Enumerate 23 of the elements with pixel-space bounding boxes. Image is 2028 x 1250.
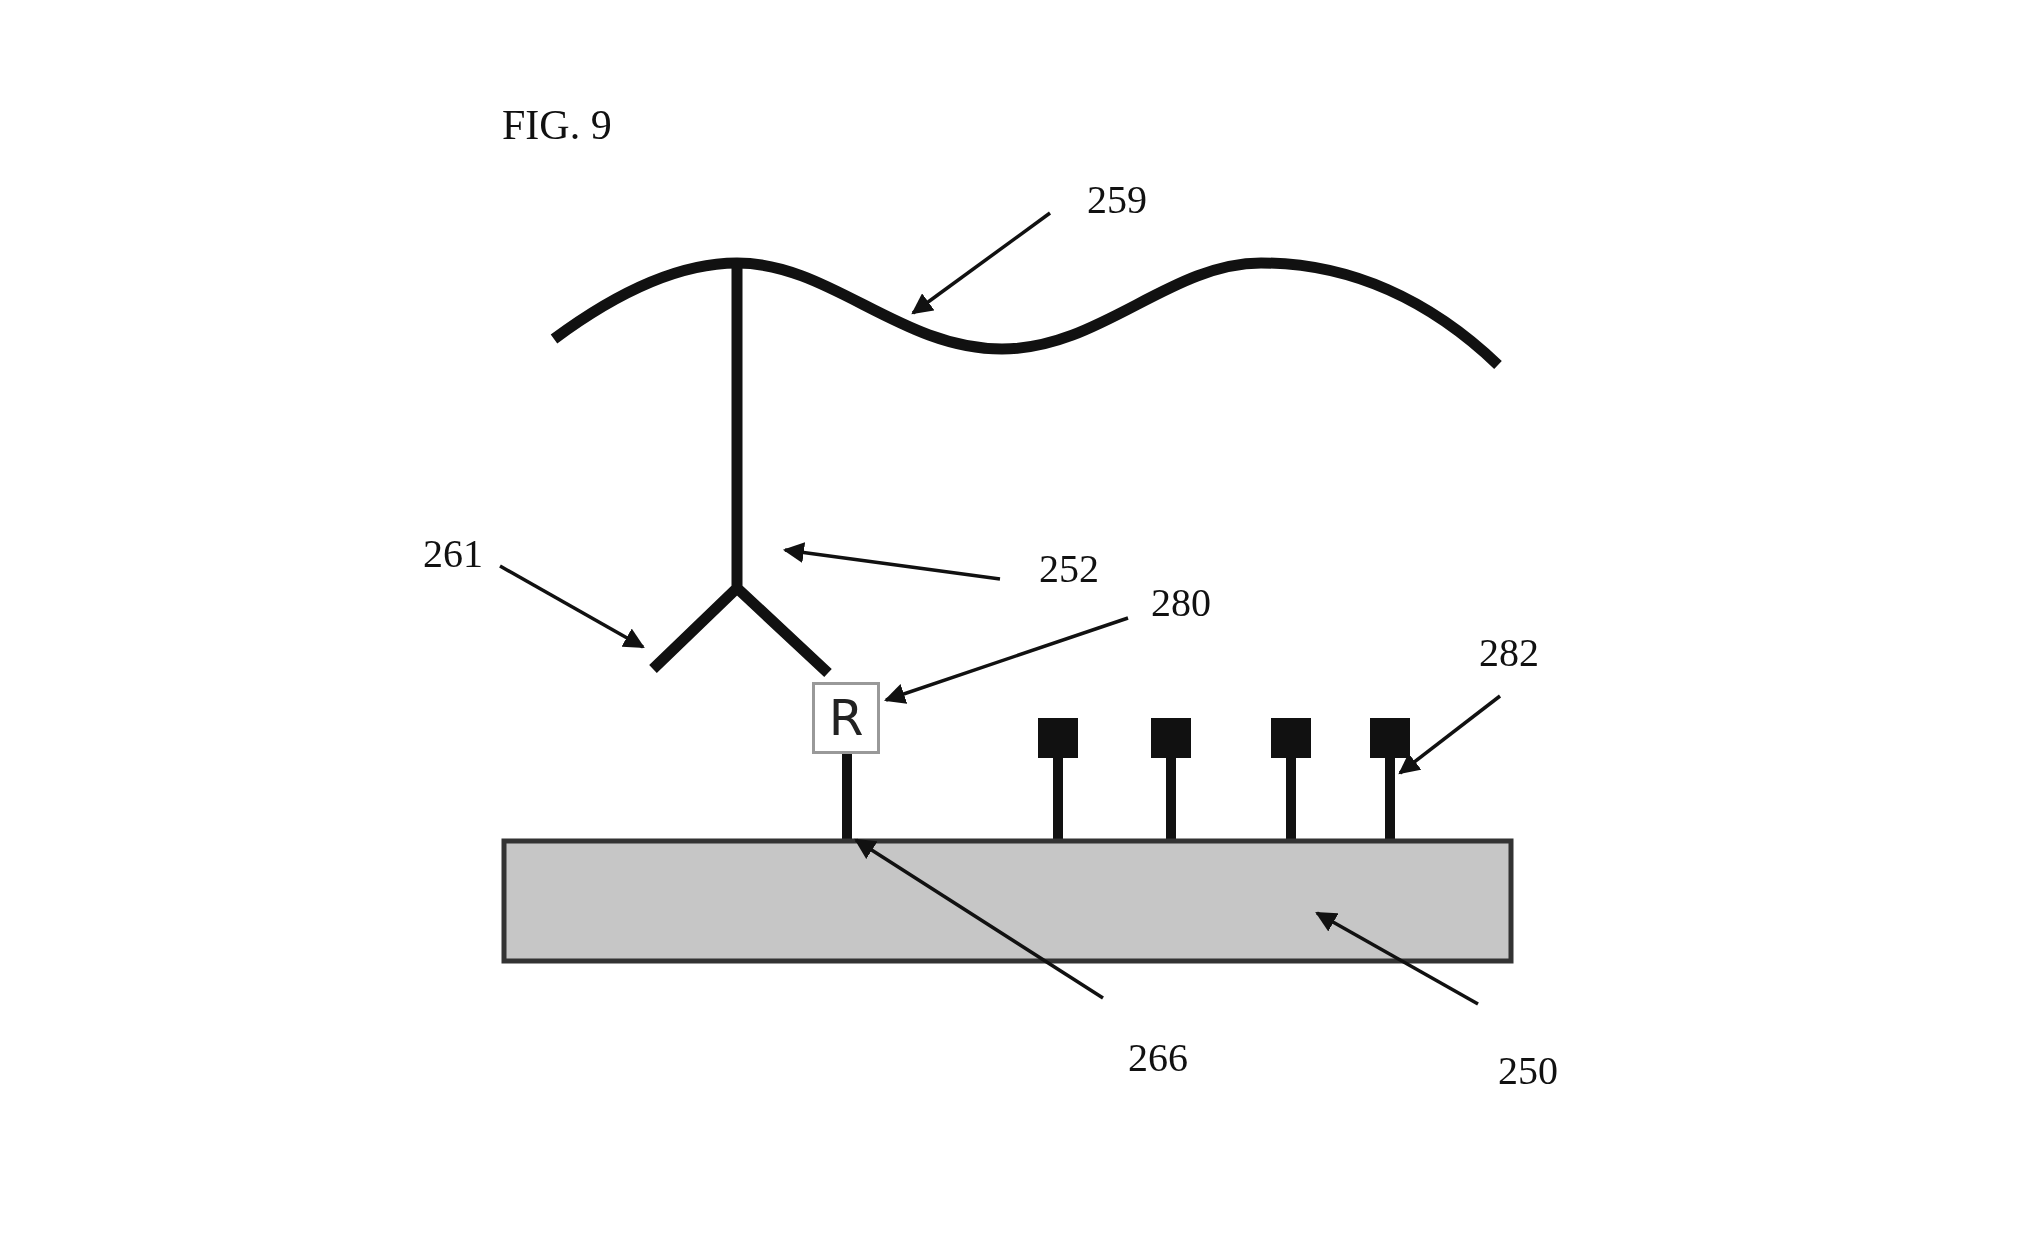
leader-line (1398, 694, 1502, 775)
leader-line (499, 564, 645, 649)
callout-number: 252 (1039, 547, 1099, 591)
figure-title: FIG. 9 (502, 103, 612, 147)
callout-number: 280 (1151, 581, 1211, 625)
marker-drawing (1151, 718, 1191, 841)
callout-number: 259 (1087, 178, 1147, 222)
callout-number: 282 (1479, 631, 1539, 675)
marker-drawing (1370, 718, 1410, 841)
marker-drawing (1271, 718, 1311, 841)
callout-number: 250 (1498, 1049, 1558, 1093)
leader-line (782, 542, 1001, 581)
substrate-block (501, 838, 1514, 964)
callout-number: 261 (423, 532, 483, 576)
receptor-box: R (812, 682, 880, 754)
callout-number: 266 (1128, 1036, 1188, 1080)
leader-line (1315, 911, 1479, 1006)
leader-line (884, 616, 1129, 704)
wave-line (550, 257, 1502, 370)
leader-line (854, 838, 1104, 1000)
marker-drawing (1038, 718, 1078, 841)
linker-stem (842, 754, 852, 841)
leader-line (911, 211, 1052, 315)
